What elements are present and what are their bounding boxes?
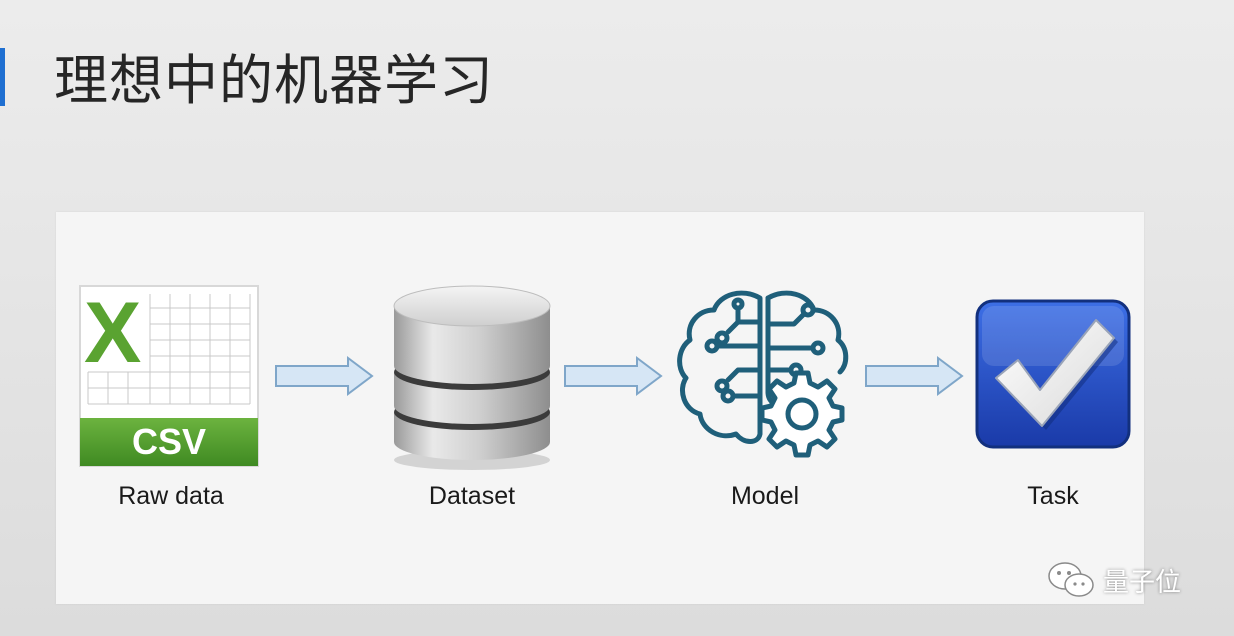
csv-badge: CSV <box>132 421 206 462</box>
stage-label-model: Model <box>730 482 800 510</box>
stage-label-dataset: Dataset <box>428 482 516 510</box>
watermark-text: 量子位 <box>1103 567 1182 598</box>
database-icon <box>393 285 551 470</box>
checkmark-icon <box>975 299 1131 449</box>
csv-file-icon: X CSV <box>79 285 259 467</box>
slide-title: 理想中的机器学习 <box>54 49 494 112</box>
watermark: 量子位 <box>1047 560 1181 600</box>
title-accent-bar <box>0 48 5 106</box>
brain-gear-icon <box>677 290 849 458</box>
flow-arrow-2 <box>564 356 663 396</box>
flow-arrow-3 <box>865 356 964 396</box>
csv-letter: X <box>84 285 141 381</box>
wechat-icon <box>1048 562 1094 597</box>
stage-label-task: Task <box>1027 482 1079 510</box>
flow-arrow-1 <box>275 356 374 396</box>
stage-label-raw-data: Raw data <box>118 482 224 510</box>
